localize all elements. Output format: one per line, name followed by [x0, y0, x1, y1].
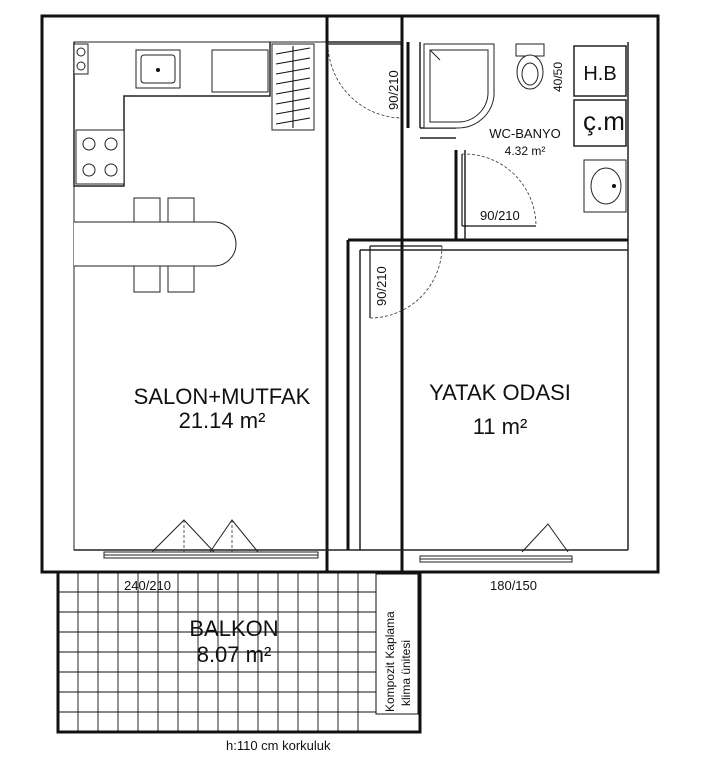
yatak-area: 11 m²	[473, 414, 528, 439]
doors	[151, 43, 569, 553]
window-salon-label: 240/210	[124, 578, 171, 593]
balcony-note-line2: klima ünitesi	[399, 640, 413, 706]
hb-label: H.B	[583, 63, 616, 85]
yatak-name: YATAK ODASI	[429, 380, 571, 405]
kitchen	[73, 42, 315, 187]
outer-walls	[40, 14, 660, 574]
balcony-tiles	[58, 572, 376, 732]
bathroom	[423, 43, 627, 213]
dining-bar	[74, 197, 237, 293]
cm-label: ç.m	[583, 106, 625, 136]
stove	[75, 129, 125, 185]
salon-name: SALON+MUTFAK	[134, 384, 311, 409]
balkon-area: 8.07 m²	[197, 642, 272, 667]
window-bedroom-label: 180/150	[490, 578, 537, 593]
door-bedroom-label: 90/210	[374, 266, 389, 306]
vent-label: 40/50	[551, 62, 565, 92]
door-entry-label: 90/210	[386, 70, 401, 110]
banyo-name: WC-BANYO	[489, 126, 561, 141]
toilet	[516, 54, 544, 90]
windows	[103, 551, 573, 563]
fridge	[211, 49, 269, 93]
balcony-note-line1: Kompozit Kaplama	[383, 611, 397, 712]
salon-area: 21.14 m²	[179, 408, 266, 433]
labels: SALON+MUTFAK 21.14 m² YATAK ODASI 11 m² …	[124, 62, 625, 753]
banyo-area: 4.32 m²	[505, 144, 546, 158]
balkon-name: BALKON	[189, 616, 278, 641]
shower-tray	[423, 43, 495, 129]
balcony	[56, 570, 422, 734]
railing-label: h:110 cm korkuluk	[226, 738, 331, 753]
door-bath-label: 90/210	[480, 208, 520, 223]
